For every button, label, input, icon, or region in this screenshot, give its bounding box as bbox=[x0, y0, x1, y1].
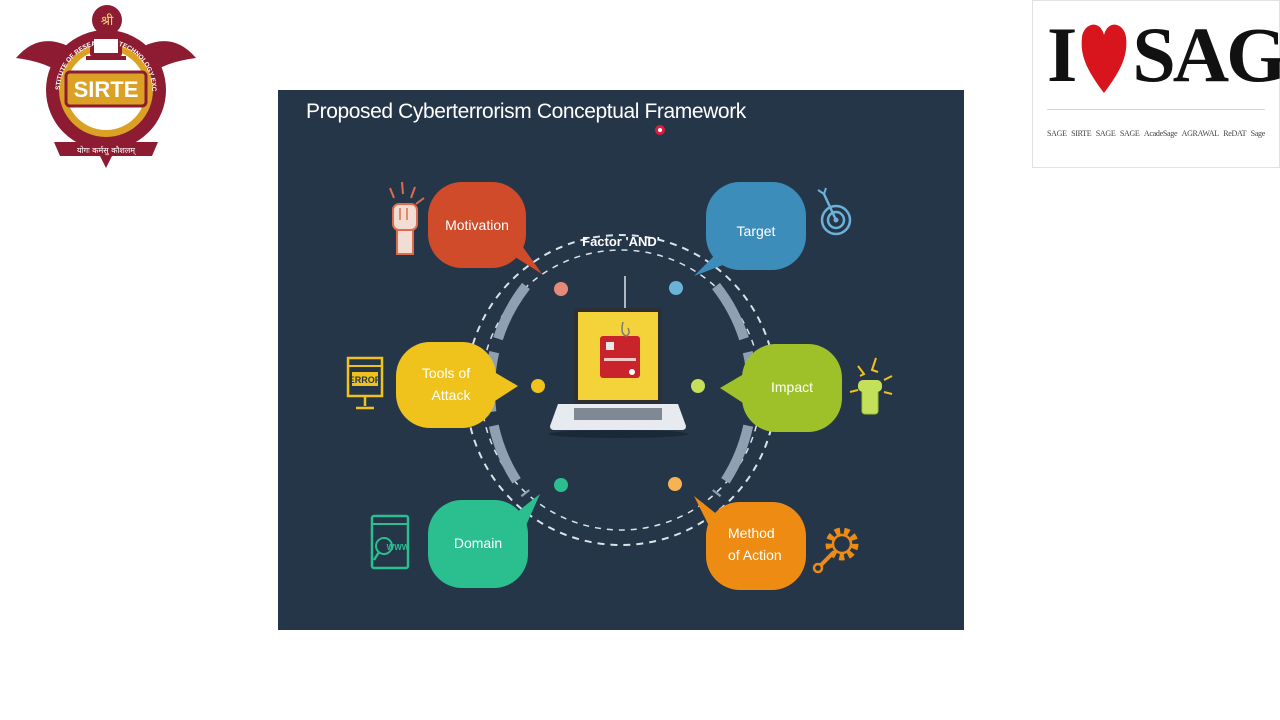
slide-title: Proposed Cyberterrorism Conceptual Frame… bbox=[306, 100, 746, 123]
domain-label: Domain bbox=[453, 535, 503, 551]
target-dot bbox=[669, 281, 683, 295]
sub-brand: SAGE bbox=[1047, 129, 1067, 138]
target-label: Target bbox=[736, 223, 776, 239]
motivation-bubble bbox=[428, 182, 542, 274]
tools-of-attack-label: Tools of Attack bbox=[396, 362, 496, 406]
tools-line-2: Attack bbox=[431, 387, 471, 403]
sub-brand: SAGE bbox=[1119, 129, 1140, 138]
logo-sirte-text: SIRTE bbox=[74, 77, 139, 102]
sub-brand: SAGE bbox=[1095, 129, 1116, 138]
tools-of-attack-bubble bbox=[396, 342, 518, 428]
sub-brand-row: SAGE SIRTE SAGE SAGE AcadeSage AGRAWAL R… bbox=[1047, 129, 1265, 138]
target-icon bbox=[817, 187, 852, 236]
domain-bubble bbox=[428, 494, 540, 588]
laptop-icon bbox=[548, 308, 688, 438]
sub-brand: AGRAWAL bbox=[1181, 129, 1220, 138]
logo-motto: योगः कर्मसु कौशलम् bbox=[77, 145, 137, 156]
logo-shri-text: श्री bbox=[101, 13, 114, 29]
logo-divider bbox=[1047, 109, 1265, 110]
method-of-action-bubble bbox=[694, 496, 806, 590]
gear-wrench-icon bbox=[812, 527, 859, 574]
motivation-dot bbox=[554, 282, 568, 296]
domain-dot bbox=[554, 478, 568, 492]
method-line-1: Method bbox=[728, 525, 775, 541]
framework-diagram: ERROR WWW bbox=[346, 125, 893, 590]
logo-i-letter: I bbox=[1047, 11, 1077, 98]
sub-brand: AcadeSage bbox=[1143, 129, 1178, 138]
impact-dot bbox=[691, 379, 705, 393]
sub-brand: SIRTE bbox=[1071, 129, 1092, 138]
method-of-action-label: Method of Action bbox=[706, 522, 806, 566]
motivation-label: Motivation bbox=[445, 217, 509, 233]
i-love-sage-wordmark: I SAGE bbox=[1047, 7, 1280, 103]
framework-slide: ERROR WWW bbox=[278, 90, 964, 630]
method-line-2: of Action bbox=[728, 547, 782, 563]
sub-brand: Sage bbox=[1250, 129, 1266, 138]
impact-label: Impact bbox=[770, 379, 813, 395]
factor-and-label: Factor 'AND' bbox=[582, 234, 660, 249]
i-love-sage-logo: I SAGE SAGE SIRTE SAGE SAGE AcadeSage AGR… bbox=[1032, 0, 1280, 168]
method-dot bbox=[668, 477, 682, 491]
www-search-icon: WWW bbox=[370, 514, 410, 570]
tools-dot bbox=[531, 379, 545, 393]
error-monitor-icon: ERROR bbox=[346, 356, 384, 410]
www-text: WWW bbox=[387, 543, 410, 552]
logo-sage-word: SAGE bbox=[1132, 11, 1280, 98]
impact-hand-icon bbox=[849, 357, 893, 415]
target-bubble bbox=[694, 182, 806, 276]
sub-brand: ReDAT bbox=[1223, 129, 1247, 138]
heart-icon bbox=[1081, 24, 1127, 94]
error-text: ERROR bbox=[349, 375, 382, 385]
tools-line-1: Tools of bbox=[421, 365, 471, 381]
raised-fist-icon bbox=[389, 181, 425, 255]
sirte-logo: श्री SIRTE SAGAR INSTITUTE OF RESEARCH &… bbox=[8, 2, 196, 168]
impact-bubble bbox=[720, 344, 842, 432]
